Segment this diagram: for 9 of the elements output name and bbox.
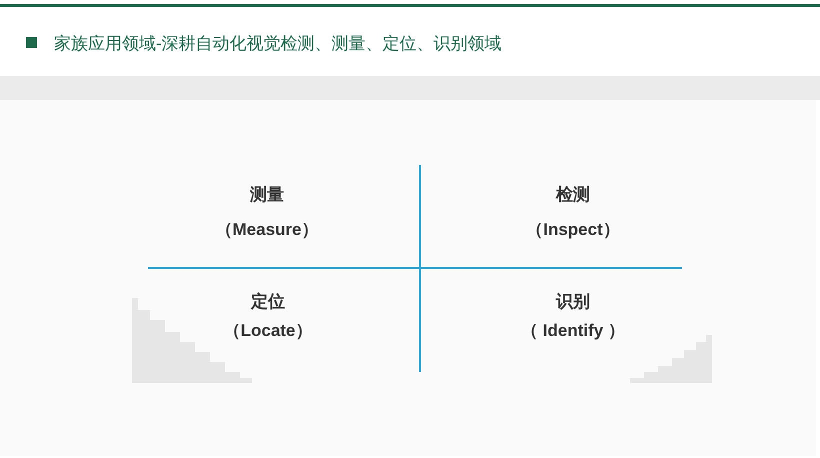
quadrant-heading: 检测 bbox=[554, 184, 591, 206]
quadrant-subtitle: （Locate） bbox=[222, 320, 314, 342]
quadrant-heading: 识别 bbox=[554, 291, 591, 313]
quadrant-subtitle: （ Identify ） bbox=[520, 320, 626, 342]
quadrant-subtitle: （Inspect） bbox=[525, 219, 621, 241]
title: 家族应用领域-深耕自动化视觉检测、测量、定位、识别领域 bbox=[54, 33, 502, 55]
quadrant-heading: 测量 bbox=[249, 184, 285, 206]
quadrant-subtitle: （Measure） bbox=[214, 219, 320, 241]
quadrant-heading: 定位 bbox=[250, 291, 286, 313]
